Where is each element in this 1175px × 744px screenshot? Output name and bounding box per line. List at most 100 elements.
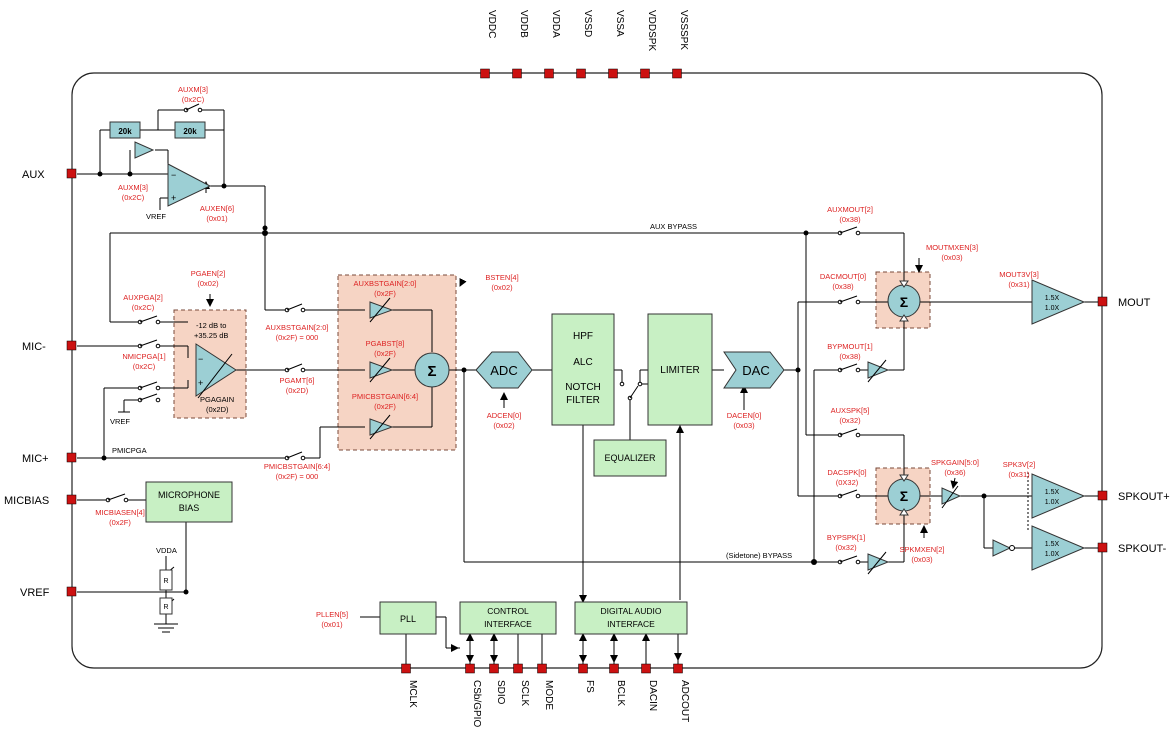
reg-bypspk-2: (0x32) [835, 543, 857, 552]
pin-sdio: SDIO [495, 680, 506, 705]
switch-bypmout [837, 363, 861, 373]
pga-opamp-plus: + [198, 378, 203, 388]
limiter-box [647, 313, 713, 426]
reg-pgaen-2: (0x02) [197, 279, 219, 288]
sidetone-bypass-label: (Sidetone) BYPASS [726, 551, 792, 560]
pin-box-dacin [641, 663, 651, 674]
reg-pgabst-2: (0x2F) [374, 349, 396, 358]
reg-micbiasen-1: MICBIASEN[4] [95, 508, 145, 517]
pin-box-sclk [513, 663, 523, 674]
pin-box-vdda [544, 68, 554, 79]
label-20k-1: 20k [118, 127, 132, 136]
adc-block [475, 351, 533, 389]
switch-auxspk [837, 428, 861, 438]
reg-auxm-top-1: AUXM[3] [178, 85, 208, 94]
label-sigma-mout: Σ [900, 294, 908, 310]
switch-pmicpga [137, 381, 161, 391]
label-limiter: LIMITER [660, 365, 699, 376]
mout-gain-15: 1.5X [1045, 295, 1060, 302]
pin-bclk: BCLK [615, 680, 626, 706]
reg-pgabst-1: PGABST[8] [366, 339, 405, 348]
green-boxes [145, 313, 713, 635]
reg-auxbstgain-sw-1: AUXBSTGAIN[2:0] [266, 323, 329, 332]
reg-auxm-bot-2: (0x2C) [122, 193, 145, 202]
label-dac: DAC [742, 363, 769, 378]
reg-bsten-1: BSTEN[4] [485, 273, 518, 282]
mout-gain-10: 1.0X [1045, 305, 1060, 312]
aux-bypass-label: AUX BYPASS [650, 222, 697, 231]
label-micbias-1: MICROPHONE [158, 490, 220, 500]
pin-mic-plus: MIC+ [22, 453, 49, 465]
pin-labels: AUX MIC- MIC+ MICBIAS VREF MOUT SPKOUT+ … [4, 169, 1170, 599]
label-sigma-boost: Σ [427, 363, 436, 380]
reg-auxbstgain-amp-2: (0x2F) [374, 289, 396, 298]
aux-opamp-plus: + [171, 193, 176, 203]
pin-box-vssd [576, 68, 586, 79]
pga-region [173, 309, 247, 419]
mout-driver [1031, 279, 1086, 325]
label-alc: ALC [573, 357, 592, 368]
reg-auxbstgain-amp-1: AUXBSTGAIN[2:0] [354, 279, 417, 288]
pin-sclk: SCLK [519, 680, 530, 706]
reg-auxbstgain-sw-2: (0x2F) = 000 [276, 333, 319, 342]
label-sigma-spk: Σ [900, 488, 908, 504]
reg-moutmxen-1: MOUTMXEN[3] [926, 243, 978, 252]
vref-mic-label: VREF [110, 417, 130, 426]
pin-box-vssspk [672, 68, 682, 79]
resistor-20k-1 [109, 121, 141, 139]
spk-inverter-bubble [1009, 545, 1015, 551]
label-notch: NOTCH [565, 382, 601, 393]
switch-bypspk [837, 555, 861, 565]
reg-dacen-2: (0x03) [733, 421, 755, 430]
spk-inverter [992, 539, 1012, 557]
switch-dacspk [837, 489, 861, 499]
black-labels: AUX BYPASS (Sidetone) BYPASS VREF VREF -… [110, 170, 792, 560]
spkp-gain-15: 1.5X [1045, 489, 1060, 496]
reg-pmicbstgain-amp-2: (0x2F) [374, 402, 396, 411]
pga-opamp [195, 343, 237, 397]
register-labels: AUXM[3] (0x2C) AUXM[3] (0x2C) AUXEN[6] (… [95, 85, 1039, 629]
switch-nmicpga [137, 339, 161, 349]
pin-dacin: DACIN [647, 680, 658, 711]
aux-opamp [167, 163, 212, 207]
micbias-box [145, 481, 233, 523]
label-filter: FILTER [566, 395, 600, 406]
pin-mode: MODE [543, 680, 554, 710]
reg-pmicbstgain-sw-1: PMICBSTGAIN[6:4] [264, 462, 330, 471]
pmic-boost-amp [369, 418, 394, 436]
pin-vddb: VDDB [518, 10, 529, 38]
reg-dacen-1: DACEN[0] [727, 411, 762, 420]
label-r-top: R [163, 578, 168, 585]
reg-spkmxen-1: SPKMXEN[2] [899, 545, 944, 554]
pin-box-fs [578, 663, 588, 674]
reg-mout3v-1: MOUT3V[3] [999, 270, 1039, 279]
pin-fs: FS [584, 680, 595, 693]
reg-pllen-2: (0x01) [321, 620, 343, 629]
switch-pgamt [284, 363, 306, 373]
reg-auxm-top-2: (0x2C) [182, 95, 205, 104]
reg-spkmxen-2: (0x03) [911, 555, 933, 564]
aux-opamp-minus: − [171, 170, 176, 180]
junction-dots [97, 171, 987, 595]
reg-bypspk-1: BYPSPK[1] [827, 533, 865, 542]
reg-pllen-1: PLLEN[5] [316, 610, 348, 619]
pga-opamp-minus: − [198, 354, 203, 364]
pll-box [379, 601, 437, 635]
reg-bsten-2: (0x02) [491, 283, 513, 292]
reg-spkgain-1: SPKGAIN[5:0] [931, 458, 979, 467]
switch-auxbst [284, 303, 306, 313]
switch-pmicbst [284, 451, 306, 461]
aux-boost-amp [369, 301, 394, 319]
pin-box-sdio [489, 663, 499, 674]
amplifiers [134, 141, 1086, 571]
pmicpga-label: PMICPGA [112, 446, 147, 455]
pin-box-mode [537, 663, 547, 674]
spkm-gain-15: 1.5X [1045, 541, 1060, 548]
pin-box-mclk [401, 663, 411, 674]
resistor-r-bot [159, 597, 173, 615]
pin-box-adcout [673, 663, 683, 674]
amp-gain-arrows [197, 297, 959, 575]
reg-spk3v-1: SPK3V[2] [1003, 460, 1036, 469]
spkp-driver [1031, 473, 1086, 519]
